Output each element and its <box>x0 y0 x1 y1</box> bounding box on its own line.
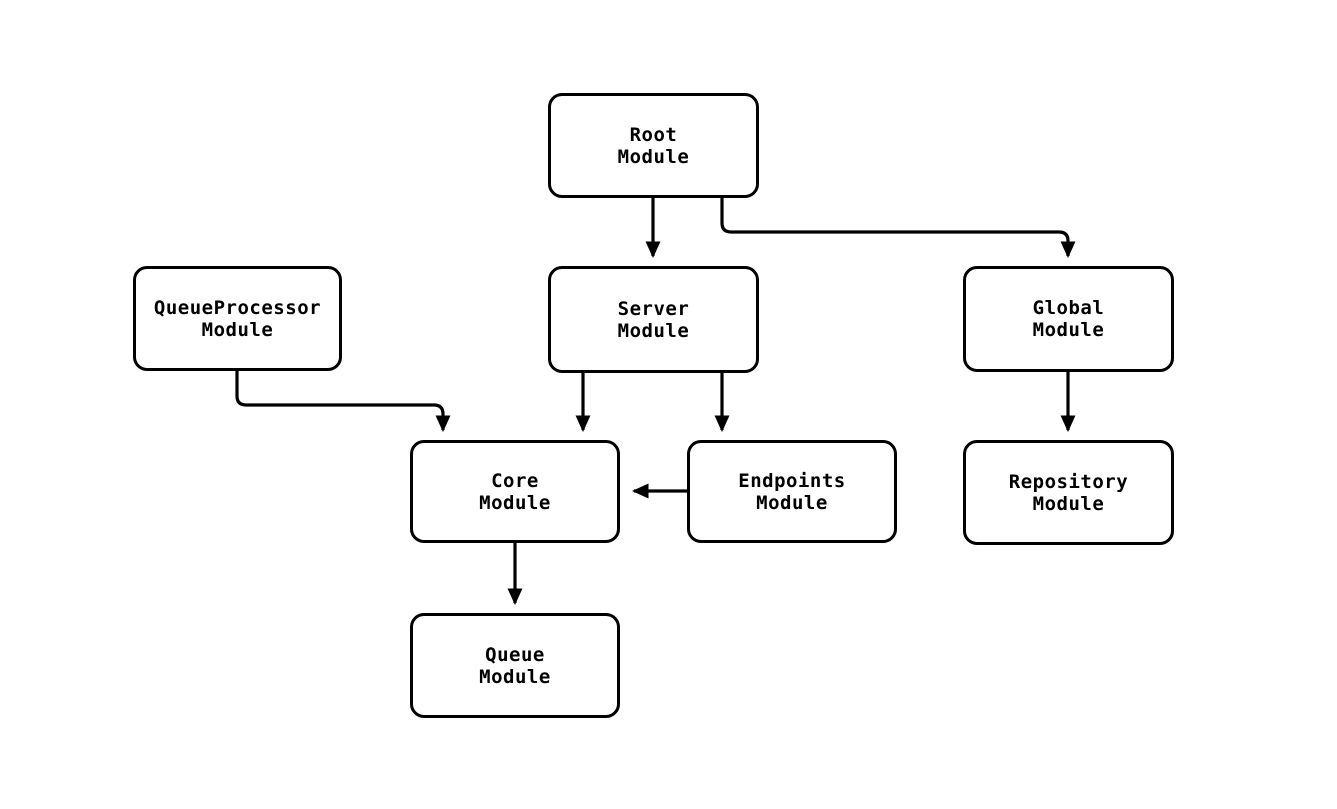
node-core-module[interactable]: Core Module <box>410 440 620 543</box>
node-endpoints-module[interactable]: Endpoints Module <box>687 440 897 543</box>
node-root-module[interactable]: Root Module <box>548 93 759 198</box>
node-server-module[interactable]: Server Module <box>548 266 759 373</box>
node-root-module-label: Root Module <box>617 123 690 168</box>
node-global-module-label: Global Module <box>1032 297 1105 341</box>
node-core-module-label: Core Module <box>479 469 551 514</box>
node-queueprocessor-module[interactable]: QueueProcessor Module <box>133 266 342 371</box>
node-global-module[interactable]: Global Module <box>963 266 1174 372</box>
node-server-module-label: Server Module <box>617 297 690 342</box>
edge-root-to-global <box>720 198 1076 259</box>
node-queue-module[interactable]: Queue Module <box>410 613 620 718</box>
node-repository-module-label: Repository Module <box>1008 470 1129 515</box>
node-endpoints-module-label: Endpoints Module <box>738 469 846 514</box>
node-queueprocessor-module-label: QueueProcessor Module <box>153 296 322 341</box>
node-repository-module[interactable]: Repository Module <box>963 440 1174 545</box>
node-queue-module-label: Queue Module <box>479 643 551 688</box>
edge-queueprocessor-to-core <box>235 371 451 433</box>
